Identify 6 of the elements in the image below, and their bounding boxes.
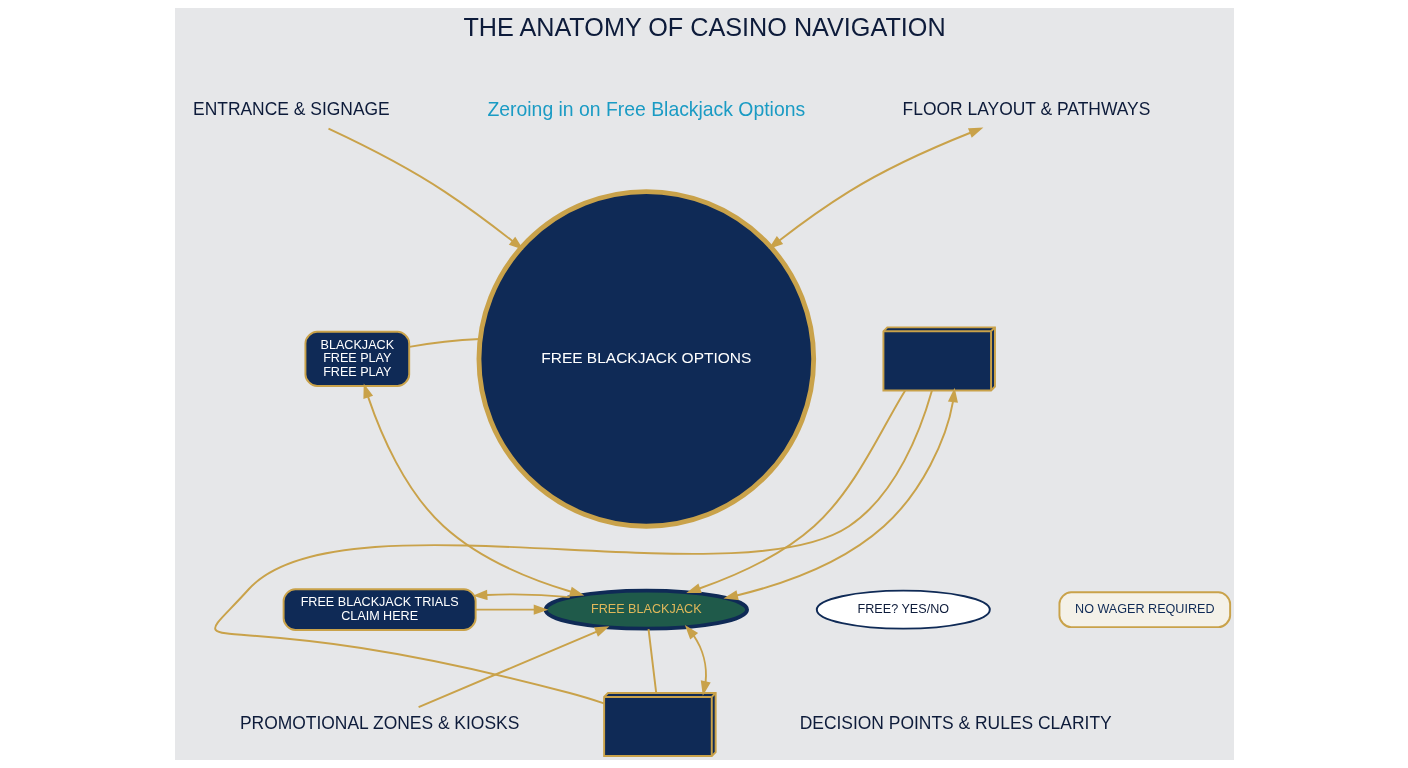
node-text: DECISION POINTS & RULES CLARITY <box>799 712 1112 733</box>
label: Zeroing in on Free Blackjack Options <box>486 97 805 120</box>
node-text: FLOOR LAYOUT & PATHWAYS <box>902 99 1150 120</box>
node-text: PROMOTIONAL ZONES & KIOSKS <box>239 712 519 733</box>
node-text: ENTRANCE & SIGNAGE <box>192 99 390 120</box>
diagram-title: THE ANATOMY OF CASINO NAVIGATION <box>462 12 946 41</box>
